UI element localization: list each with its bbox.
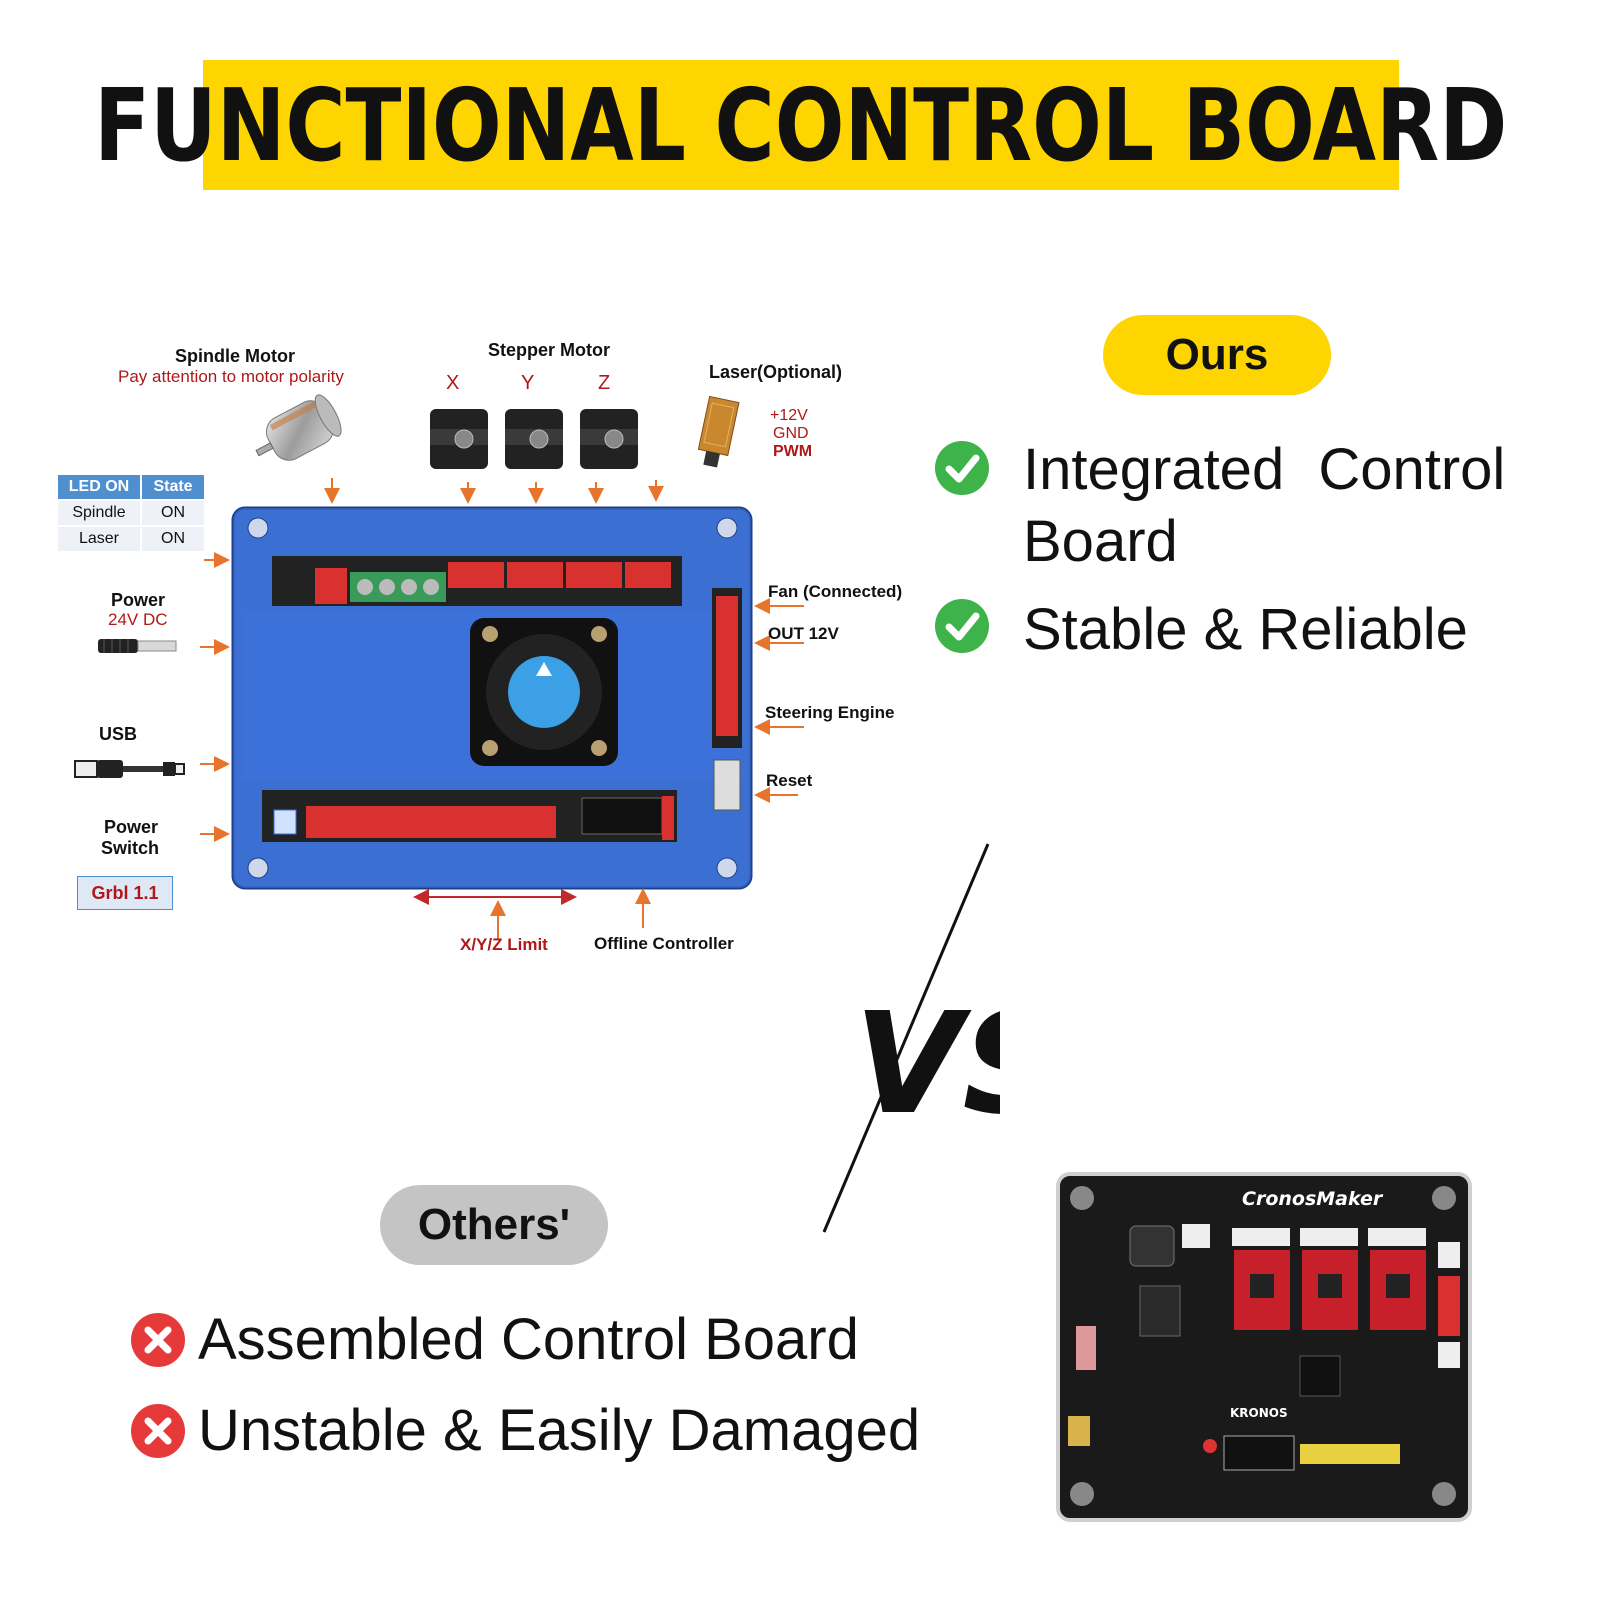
board-brand-2: KRONOS: [1230, 1406, 1288, 1420]
table-cell: Laser: [56, 525, 142, 553]
check-icon: [935, 441, 989, 495]
table-cell: Spindle: [56, 499, 142, 527]
led-table-header-cell: LED ON: [56, 473, 142, 501]
power-title: Power: [111, 590, 166, 610]
x-icon: [131, 1404, 185, 1458]
axis-label-z: Z: [598, 372, 611, 394]
steering-engine-label: Steering Engine: [765, 703, 895, 722]
usb-title: USB: [99, 724, 138, 744]
vs-text: VS: [854, 983, 1000, 1146]
fan-label: Fan (Connected): [768, 582, 903, 601]
laser-pin-gnd: GND: [773, 425, 809, 442]
dc-plug-icon: [98, 639, 177, 653]
ours-feature-1: Integrated Control Board: [1023, 437, 1506, 574]
table-row: Laser ON: [56, 525, 206, 553]
firmware-label: Grbl 1.1: [91, 882, 159, 903]
page-title: FUNCTIONAL CONTROL BOARD: [94, 66, 1508, 184]
spindle-motor-title: Spindle Motor: [175, 346, 295, 366]
others-feature-1: Assembled Control Board: [198, 1307, 859, 1372]
power-voltage: 24V DC: [108, 610, 168, 629]
vs-divider: VS: [822, 843, 1000, 1233]
others-badge: Others': [380, 1185, 608, 1265]
out-12v-label: OUT 12V: [768, 624, 839, 643]
led-state-table: LED ON State Spindle ON Laser ON: [56, 473, 206, 553]
x-icon: [131, 1313, 185, 1367]
spindle-motor-icon: [255, 394, 342, 461]
led-table-header-cell: State: [140, 473, 206, 501]
firmware-badge: Grbl 1.1: [77, 876, 173, 910]
led-table-header: LED ON State: [56, 473, 206, 501]
laser-module-icon: [697, 395, 740, 468]
board-brand: CronosMaker: [1242, 1188, 1383, 1210]
axis-label-x: X: [446, 372, 460, 394]
ours-badge: Ours: [1103, 315, 1331, 395]
stepper-motors-icon: [430, 409, 638, 469]
table-row: Spindle ON: [56, 499, 206, 527]
usb-cable-icon: [74, 760, 185, 778]
reset-label: Reset: [766, 771, 813, 790]
laser-pin-12v: +12V: [770, 407, 808, 424]
axis-label-y: Y: [521, 372, 535, 394]
others-feature-2: Unstable & Easily Damaged: [198, 1398, 921, 1463]
offline-controller-label: Offline Controller: [594, 934, 734, 953]
pcb-icon: [1068, 1186, 1460, 1506]
laser-title: Laser(Optional): [709, 362, 843, 382]
title-banner: FUNCTIONAL CONTROL BOARD: [94, 60, 1508, 190]
table-cell: ON: [140, 525, 206, 553]
power-switch-title-1: Power: [104, 817, 159, 837]
spindle-motor-note: Pay attention to motor polarity: [118, 367, 344, 386]
xyz-limit-label: X/Y/Z Limit: [460, 935, 548, 954]
others-board-photo: CronosMaker KRONOS: [1056, 1172, 1472, 1522]
control-board-diagram: [200, 478, 804, 940]
stepper-motor-title: Stepper Motor: [488, 340, 611, 360]
table-cell: ON: [140, 499, 206, 527]
ours-feature-2: Stable & Reliable: [1023, 597, 1468, 662]
ours-label: Ours: [1165, 330, 1269, 379]
others-label: Others': [417, 1200, 571, 1249]
power-switch-title-2: Switch: [101, 838, 160, 858]
laser-pin-pwm: PWM: [773, 443, 813, 460]
check-icon: [935, 599, 989, 653]
